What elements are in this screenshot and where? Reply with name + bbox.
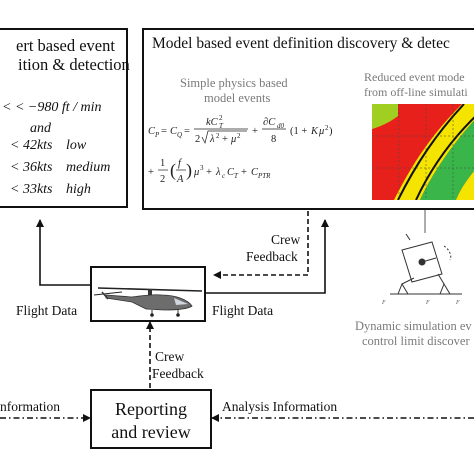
- crew-feedback-top-arrow: [213, 211, 309, 279]
- speed-rule-low-label: low: [66, 138, 87, 153]
- svg-text:T: T: [219, 122, 224, 130]
- svg-text:μ: μ: [230, 134, 236, 145]
- reduced-event-model-heatmap: [372, 104, 474, 200]
- svg-text:T: T: [234, 172, 239, 180]
- svg-text:PTR: PTR: [257, 172, 271, 180]
- physics-title-line1: Simple physics based: [180, 76, 288, 90]
- speed-rule-low-value: < 42kts: [10, 138, 53, 153]
- svg-text:2: 2: [160, 174, 165, 185]
- helicopter-box: [90, 266, 206, 322]
- model-event-box: Model based event definition discovery &…: [142, 28, 474, 210]
- flight-data-left-label: Flight Data: [16, 303, 78, 318]
- svg-text:8: 8: [271, 134, 276, 145]
- physics-title-line2: model events: [204, 91, 271, 105]
- svg-text:∂C: ∂C: [263, 117, 276, 128]
- svg-text:F: F: [455, 300, 460, 306]
- speed-rule-medium-value: < 36kts: [10, 160, 53, 175]
- svg-text:+: +: [252, 126, 258, 137]
- svg-text:=: =: [184, 126, 190, 137]
- svg-text:kC: kC: [206, 117, 219, 128]
- svg-text:1: 1: [160, 158, 165, 169]
- reporting-line1: Reporting: [115, 399, 187, 419]
- flight-data-right-label: Flight Data: [212, 303, 274, 318]
- svg-text:): ): [329, 126, 333, 137]
- svg-text:f: f: [178, 158, 183, 169]
- svg-text:+: +: [241, 167, 247, 178]
- svg-text:2: 2: [216, 132, 220, 140]
- reporting-review-box: Reporting and review: [90, 389, 212, 449]
- crew-feedback-bottom-label-line2: Feedback: [152, 366, 204, 381]
- flight-data-right-arrow: [205, 219, 329, 294]
- svg-text:2: 2: [195, 134, 200, 145]
- svg-text:2: 2: [219, 114, 223, 122]
- svg-text:F: F: [381, 300, 386, 306]
- svg-text:C: C: [227, 167, 235, 178]
- speed-rule-medium-label: medium: [66, 160, 111, 175]
- svg-text:μ: μ: [318, 126, 324, 137]
- speed-rule-high-label: high: [66, 182, 91, 197]
- svg-text:2: 2: [325, 124, 329, 132]
- svg-text:λ: λ: [215, 167, 221, 178]
- reduced-model-title-line2: from off-line simulati: [364, 85, 468, 99]
- svg-text:Q: Q: [177, 131, 182, 139]
- reporting-line2: and review: [111, 422, 191, 442]
- svg-text:2: 2: [237, 132, 241, 140]
- speed-rule-high-value: < 33kts: [10, 182, 53, 197]
- svg-text:K: K: [310, 126, 319, 137]
- crew-feedback-top-label-line2: Feedback: [246, 249, 298, 264]
- dynamic-simulation-figure: F F F: [381, 233, 462, 306]
- svg-text:d0: d0: [277, 122, 285, 130]
- svg-text:λ: λ: [209, 134, 215, 145]
- expert-box-title-line2: ition & detection: [18, 55, 130, 74]
- svg-text:μ: μ: [193, 167, 199, 178]
- simulation-caption-line2: control limit discover: [362, 334, 470, 348]
- svg-text:C: C: [251, 167, 259, 178]
- svg-text:(: (: [170, 160, 176, 181]
- crew-feedback-top-label-line1: Crew: [271, 232, 301, 247]
- expert-box-title-line1: ert based event: [16, 36, 115, 55]
- reduced-model-title-line1: Reduced event mode: [364, 70, 465, 84]
- expert-event-box: ert based event ition & detection < < −9…: [0, 28, 130, 208]
- rule-and-label: and: [30, 121, 51, 136]
- svg-text:C: C: [148, 126, 156, 137]
- svg-text:(1 +: (1 +: [290, 126, 307, 137]
- svg-text:P: P: [154, 131, 160, 139]
- svg-text:+: +: [206, 167, 212, 178]
- svg-text:+: +: [148, 167, 154, 178]
- svg-text:3: 3: [200, 164, 204, 172]
- svg-text:C: C: [170, 126, 178, 137]
- svg-text:F: F: [425, 300, 430, 306]
- information-left-label: nformation: [0, 399, 60, 414]
- helicopter-icon: [93, 287, 203, 317]
- flight-data-left-arrow: [36, 219, 90, 286]
- crew-feedback-bottom-label-line1: Crew: [155, 349, 185, 364]
- model-box-title: Model based event definition discovery &…: [152, 35, 450, 52]
- simulation-caption-line1: Dynamic simulation ev: [355, 319, 472, 333]
- descent-rate-rule: < < −980 ft / min: [2, 100, 102, 115]
- analysis-information-label: Analysis Information: [222, 399, 338, 414]
- svg-text:c: c: [222, 172, 226, 180]
- svg-text:A: A: [176, 174, 184, 185]
- svg-text:+: +: [222, 134, 228, 145]
- svg-text:): ): [186, 160, 192, 181]
- svg-text:=: =: [161, 126, 167, 137]
